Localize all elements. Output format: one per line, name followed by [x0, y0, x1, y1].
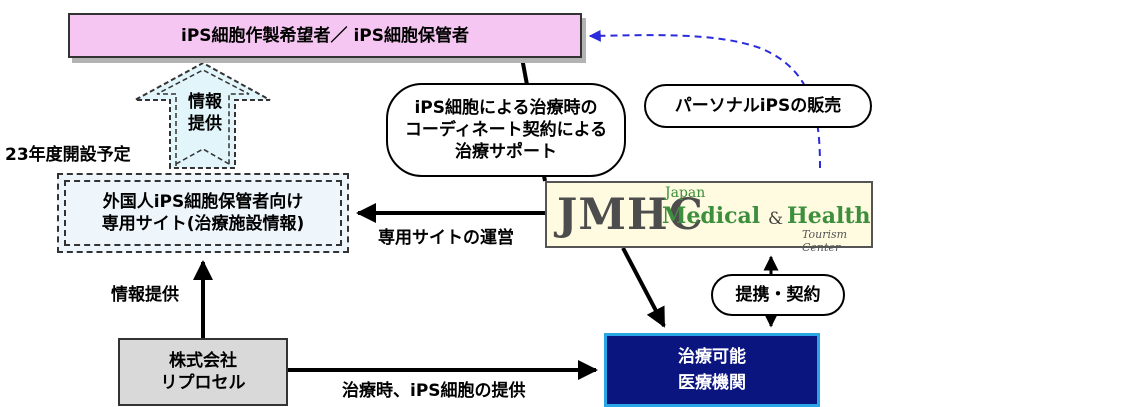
coordination-line-1: iPS細胞による治療時の — [414, 98, 598, 118]
cell-provision-label: 治療時、iPS細胞の提供 — [342, 381, 526, 401]
info-provision-block-arrow-foot — [175, 148, 230, 165]
jmhc-logo-medical: Medical — [662, 203, 761, 229]
jmhc-logo-abbr: JMHC — [557, 190, 704, 240]
partnership-bubble: 提携・契約 — [711, 274, 845, 316]
hospital-line-1: 治療可能 — [678, 347, 746, 367]
partnership-label: 提携・契約 — [735, 285, 821, 305]
jmhc-logo-health: Health — [787, 203, 871, 229]
ips-holders-title: iPS細胞作製希望者／ iPS細胞保管者 — [181, 25, 469, 46]
coordination-line-2: コーディネート契約による — [404, 120, 608, 140]
opening-note: 23年度開設予定 — [5, 145, 131, 165]
treatment-hospital-box: 治療可能 医療機関 — [604, 333, 820, 407]
coordination-line-3: 治療サポート — [455, 142, 557, 162]
jmhc-logo-amp: & — [768, 209, 784, 229]
info-provision-block-arrow — [134, 61, 271, 169]
company-line-1: 株式会社 — [169, 351, 237, 371]
info-arrow-line-2: 提供 — [188, 114, 222, 134]
personal-ips-sales-bubble: パーソナルiPSの販売 — [644, 84, 872, 128]
info-provision-label: 情報提供 — [111, 285, 179, 305]
reprocell-box: 株式会社 リプロセル — [118, 338, 288, 406]
jmhc-to-hospital-arrow — [621, 247, 666, 328]
dedicated-site-box: 外国人iPS細胞保管者向け 専用サイト(治療施設情報) — [57, 173, 349, 253]
site-line-1: 外国人iPS細胞保管者向け — [102, 192, 304, 212]
site-operation-label: 専用サイトの運営 — [378, 228, 514, 248]
info-provision-block-arrow-inner — [156, 69, 250, 166]
company-line-2: リプロセル — [160, 373, 246, 393]
personal-ips-sales-arrow — [588, 29, 821, 169]
hospital-line-2: 医療機関 — [678, 373, 746, 393]
jmhc-logo-japan: Japan — [665, 185, 706, 201]
jmhc-logo-tourism: Tourism Center — [802, 228, 848, 254]
info-arrow-line-1: 情報 — [188, 92, 222, 112]
coordination-bubble: iPS細胞による治療時の コーディネート契約による 治療サポート — [386, 83, 626, 177]
jmhc-logo-box: JMHC Japan Medical & Health Tourism Cent… — [545, 181, 873, 254]
site-line-2: 専用サイト(治療施設情報) — [101, 214, 305, 234]
ips-holders-box: iPS細胞作製希望者／ iPS細胞保管者 — [68, 13, 582, 58]
personal-ips-sales-label: パーソナルiPSの販売 — [674, 96, 842, 116]
info-arrow-label: 情報 提供 — [180, 91, 230, 135]
